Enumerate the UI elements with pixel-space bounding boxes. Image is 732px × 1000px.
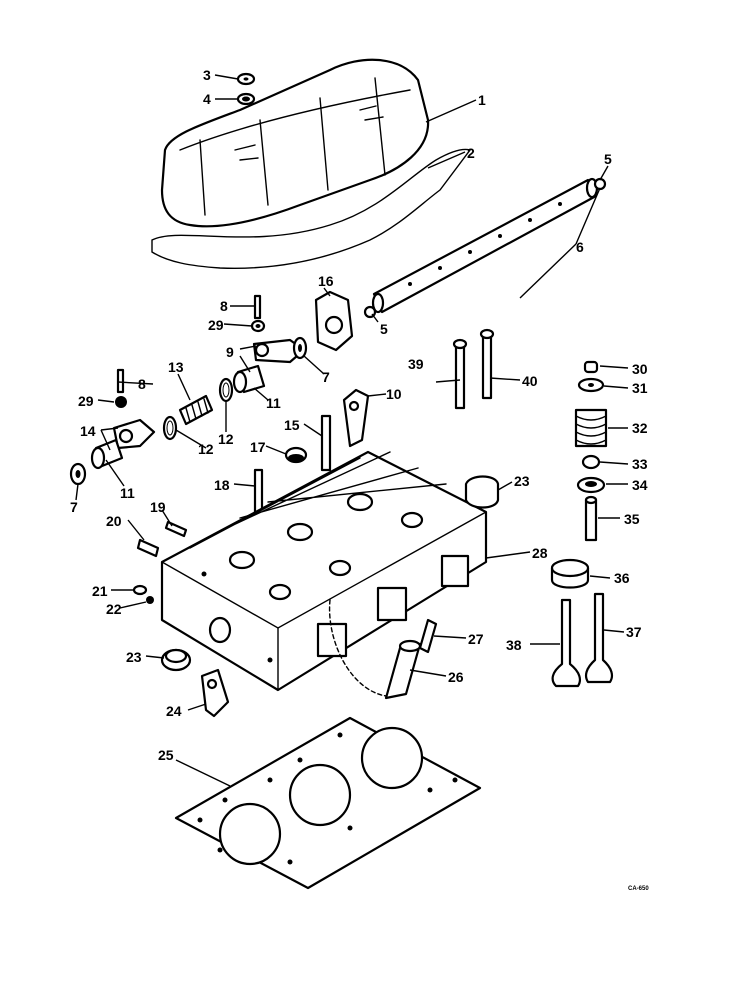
- callout-27: 27: [468, 631, 484, 647]
- callout-39: 39: [408, 356, 424, 372]
- screw-8-lower: [116, 368, 125, 394]
- callout-34: 34: [632, 477, 648, 493]
- callout-7-lower: 7: [70, 499, 78, 515]
- valve-cover: [160, 58, 430, 228]
- callout-9: 9: [226, 344, 234, 360]
- snap-ring-12-a: [218, 377, 234, 403]
- callout-24: 24: [166, 703, 182, 719]
- callout-7-upper: 7: [322, 369, 330, 385]
- valve-cover-gasket: [151, 148, 472, 269]
- callout-11-upper: 11: [266, 395, 281, 411]
- callout-40: 40: [522, 373, 538, 389]
- callout-29-upper: 29: [208, 317, 224, 333]
- callout-14: 14: [80, 423, 96, 439]
- callout-8-lower: 8: [138, 376, 146, 392]
- callout-35: 35: [624, 511, 640, 527]
- callout-8-upper: 8: [220, 298, 228, 314]
- bracket-10: [342, 388, 370, 448]
- callout-25: 25: [158, 747, 174, 763]
- callout-26: 26: [448, 669, 464, 685]
- nut-29-upper: [250, 319, 266, 333]
- spring-32: [574, 408, 608, 448]
- callout-31: 31: [632, 380, 648, 396]
- callout-36: 36: [614, 570, 630, 586]
- callout-4: 4: [203, 91, 211, 107]
- callout-2: 2: [467, 145, 475, 161]
- callout-23-right: 23: [514, 473, 530, 489]
- callout-10: 10: [386, 386, 402, 402]
- rocker-arm-14: [112, 418, 156, 450]
- callout-5-bottom: 5: [380, 321, 388, 337]
- callout-30: 30: [632, 361, 648, 377]
- spring-13: [178, 394, 214, 426]
- callout-19: 19: [150, 499, 166, 515]
- callout-12-lower: 12: [198, 441, 214, 457]
- washer-7-lower: [69, 462, 87, 486]
- plug-23-right: [464, 475, 500, 509]
- callout-33: 33: [632, 456, 648, 472]
- fitting-21: [132, 584, 148, 596]
- callout-20: 20: [106, 513, 122, 529]
- push-rod-40: [479, 328, 495, 400]
- callout-23-left: 23: [126, 649, 142, 665]
- nut-4: [236, 92, 256, 106]
- callout-29-lower: 29: [78, 393, 94, 409]
- washer-3: [236, 72, 256, 86]
- washer-7-upper: [292, 336, 308, 360]
- callout-21: 21: [92, 583, 108, 599]
- guide-35: [584, 495, 598, 542]
- callout-22: 22: [106, 601, 122, 617]
- callout-17: 17: [250, 439, 266, 455]
- push-rod-39: [452, 338, 468, 410]
- snap-ring-12-b: [162, 415, 178, 441]
- callout-12-upper: 12: [218, 431, 234, 447]
- callout-16: 16: [318, 273, 334, 289]
- callout-32: 32: [632, 420, 648, 436]
- spacer-11-lower: [90, 438, 124, 470]
- rocker-support-16: [314, 290, 354, 352]
- callout-1: 1: [478, 92, 486, 108]
- spacer-11-upper: [232, 364, 266, 394]
- callout-6: 6: [576, 239, 584, 255]
- callout-labels: 1 2 3 4 5 5 6 7 7 8 8 9 10 11 11 12 12 1…: [70, 67, 649, 892]
- seal-33: [581, 454, 601, 470]
- pin-19: [164, 520, 188, 538]
- callout-13: 13: [168, 359, 184, 375]
- plug-23-left: [160, 648, 192, 672]
- cup-17: [284, 446, 308, 464]
- washer-22: [146, 596, 154, 604]
- callout-38: 38: [506, 637, 522, 653]
- plug-20: [136, 538, 160, 558]
- valve-37: [584, 592, 614, 684]
- callout-28: 28: [532, 545, 548, 561]
- rotator-34: [576, 476, 606, 494]
- leader-lines: [75, 74, 629, 787]
- screw-8-upper: [253, 294, 262, 320]
- insert-36: [550, 558, 590, 589]
- callout-3: 3: [203, 67, 211, 83]
- callout-11-lower: 11: [120, 485, 135, 501]
- drawing-code: CA-650: [628, 886, 649, 892]
- valve-38: [551, 598, 581, 688]
- callout-5-top: 5: [604, 151, 612, 167]
- nut-29-lower: [115, 396, 127, 408]
- rocker-shaft: [371, 177, 599, 314]
- cylinder-head: [160, 450, 488, 692]
- callout-18: 18: [214, 477, 230, 493]
- lock-30: [583, 360, 599, 374]
- callout-15: 15: [284, 417, 300, 433]
- callout-37: 37: [626, 624, 642, 640]
- stud-27: [418, 618, 438, 654]
- head-gasket: [174, 716, 482, 890]
- stud-15: [320, 414, 332, 472]
- bracket-24: [200, 668, 230, 718]
- sleeve-26: [328, 599, 422, 700]
- retainer-31: [577, 377, 605, 393]
